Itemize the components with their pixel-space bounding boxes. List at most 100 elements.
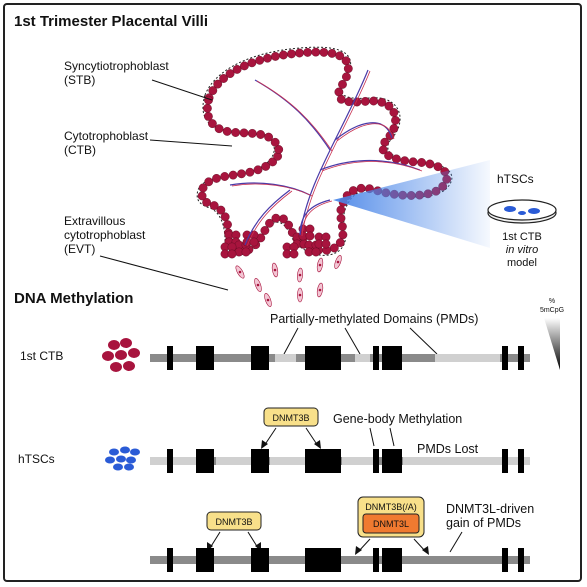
ctb-cell (270, 137, 280, 147)
row2-annotation2: PMDs Lost (417, 442, 479, 456)
ctb-cell (335, 238, 345, 248)
ctb-cell (214, 124, 224, 134)
htsc-line1: 1st CTB (502, 231, 542, 243)
ctb-cell (220, 212, 230, 222)
ctb-cell (289, 249, 299, 259)
ctb-cell (337, 222, 347, 231)
ctb-cell (225, 69, 235, 79)
ctb-cell (212, 173, 221, 183)
ctb-cell (336, 94, 346, 104)
panel1-title: 1st Trimester Placental Villi (14, 13, 208, 30)
ctb-cell (268, 157, 277, 167)
exon-block (382, 449, 402, 473)
evt-nucleus (298, 273, 302, 277)
ctb-cell (311, 247, 321, 257)
ctb-cell (391, 116, 400, 125)
ctb-cell (329, 243, 339, 253)
evt-label-line2: cytotrophoblast (64, 228, 146, 242)
row2-gene-track (150, 449, 530, 473)
methylation-segment (275, 354, 296, 362)
derivation-beam (333, 160, 490, 248)
ctb-cell (204, 177, 214, 187)
ctb-cell (253, 165, 263, 175)
row2-pointer-b (389, 427, 395, 447)
row1-pointer-c (409, 327, 438, 355)
row2-arrowhead-a (261, 440, 268, 449)
ctb-label-line1: Cytotrophoblast (64, 129, 149, 143)
ctb-cell (400, 156, 410, 166)
ctb-cell (232, 65, 242, 74)
row2-dnmt3b-text: DNMT3B (272, 413, 309, 423)
stb-label-line1: Syncytiotrophoblast (64, 59, 169, 73)
htsc-line2: in vitro (506, 244, 538, 256)
ctb-cell (433, 162, 443, 172)
scale-label-line2: 5mCpG (540, 307, 564, 314)
row3-gene-track (150, 548, 530, 572)
ctb-cell (207, 119, 217, 129)
ctb-cell (284, 220, 293, 230)
exon-block (518, 346, 524, 370)
row2-dnmt3b-badge (263, 407, 319, 427)
exon-block (167, 346, 173, 370)
methylation-scale-wedge (544, 318, 560, 370)
ctb-cell (384, 151, 393, 161)
ctb-cell (271, 213, 281, 223)
exon-block (305, 346, 341, 370)
ctb-cell (417, 158, 426, 167)
ctb-cell (389, 108, 399, 117)
ctb-cell (263, 53, 272, 63)
ctb-leader (149, 139, 233, 147)
ctb-cell (203, 112, 213, 121)
ctb-cell (264, 132, 273, 142)
exon-block (196, 449, 214, 473)
vessel (334, 122, 393, 141)
ctb-cell (261, 161, 271, 171)
ctb-cell (209, 201, 219, 211)
exon-block (382, 346, 402, 370)
ctb-cell (287, 49, 296, 59)
exon-block (373, 346, 379, 370)
ctb-cell (228, 170, 238, 180)
ctb-cell (389, 124, 399, 133)
evt-nucleus (336, 260, 340, 264)
ctb-cell (356, 183, 366, 193)
ctb-cell (369, 96, 378, 106)
ctb-label-line2: (CTB) (64, 143, 96, 157)
panel2-title: DNA Methylation (14, 290, 133, 307)
row3-dnmt3l-text: DNMT3L (373, 519, 409, 529)
row3-pointer (449, 531, 463, 553)
row3-arrowhead-d (422, 546, 429, 555)
ctb-cell (327, 49, 337, 58)
ctb-cell (335, 51, 345, 61)
ctb-cell (391, 154, 401, 164)
vessel (244, 189, 291, 246)
ctb-cell (336, 205, 346, 215)
row3-dnmt3l-badge (362, 513, 420, 534)
exon-block (373, 449, 379, 473)
evt-nucleus (318, 263, 322, 267)
evt-cells (235, 255, 342, 307)
row3-arrowhead-c (355, 546, 362, 555)
ctb-cell (231, 128, 241, 137)
ctb-cell (222, 126, 232, 136)
ctb-cell (319, 48, 329, 57)
exon-block (502, 449, 508, 473)
ctb-cell (338, 230, 348, 240)
ctb-cell (338, 80, 347, 89)
exon-block (518, 548, 524, 572)
exon-block (305, 449, 341, 473)
methylation-segment (435, 354, 500, 362)
vessel (299, 69, 369, 236)
ctb-cell (305, 231, 315, 241)
vessel (336, 123, 395, 142)
row2-arrowhead-b (314, 440, 321, 449)
row2-label: hTSCs (18, 452, 55, 466)
ctb-cell (247, 128, 257, 138)
ctb-cell (311, 47, 321, 57)
exon-block (373, 548, 379, 572)
figure-frame (3, 3, 582, 582)
exon-block (502, 548, 508, 572)
exon-block (305, 548, 341, 572)
row2-pointer-a (369, 427, 375, 447)
